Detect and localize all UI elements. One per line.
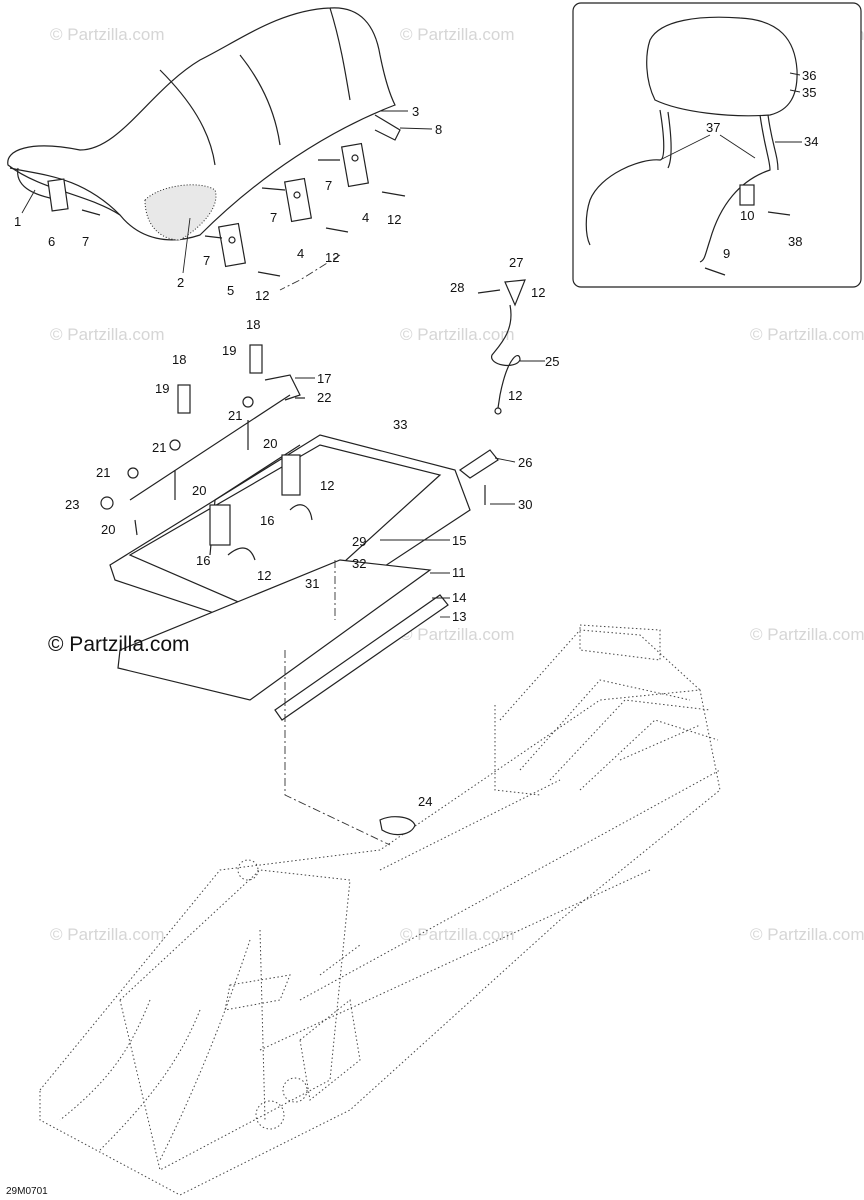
callout-7: 7 bbox=[203, 253, 210, 268]
callout-4: 4 bbox=[362, 210, 369, 225]
callout-12: 12 bbox=[531, 285, 545, 300]
callout-13: 13 bbox=[452, 609, 466, 624]
callout-6: 6 bbox=[48, 234, 55, 249]
watermark: © Partzilla.com bbox=[400, 625, 515, 644]
chassis bbox=[39, 624, 721, 1196]
callout-12: 12 bbox=[320, 478, 334, 493]
callout-7: 7 bbox=[82, 234, 89, 249]
callout-20: 20 bbox=[263, 436, 277, 451]
watermark: © Partzilla.com bbox=[400, 25, 515, 44]
callout-20: 20 bbox=[192, 483, 206, 498]
watermark: © Partzilla.com bbox=[400, 925, 515, 944]
callout-29: 29 bbox=[352, 534, 366, 549]
latch-hardware bbox=[100, 344, 305, 536]
callout-7: 7 bbox=[325, 178, 332, 193]
callout-10: 10 bbox=[740, 208, 754, 223]
seat-screws bbox=[81, 159, 406, 277]
diagram-code: 29M0701 bbox=[6, 1186, 48, 1197]
seat-hinges bbox=[47, 142, 370, 268]
callout-34: 34 bbox=[804, 134, 818, 149]
callout-16: 16 bbox=[196, 553, 210, 568]
callout-15: 15 bbox=[452, 533, 466, 548]
callout-16: 16 bbox=[260, 513, 274, 528]
callout-32: 32 bbox=[352, 556, 366, 571]
callout-12: 12 bbox=[387, 212, 401, 227]
watermark: © Partzilla.com bbox=[750, 325, 864, 344]
callout-4: 4 bbox=[297, 246, 304, 261]
callout-5: 5 bbox=[227, 283, 234, 298]
callout-18: 18 bbox=[246, 317, 260, 332]
callout-37: 37 bbox=[706, 120, 720, 135]
callout-30: 30 bbox=[518, 497, 532, 512]
callout-21: 21 bbox=[228, 408, 242, 423]
watermark: © Partzilla.com bbox=[400, 325, 515, 344]
watermark: © Partzilla.com bbox=[50, 25, 165, 44]
callout-12: 12 bbox=[255, 288, 269, 303]
watermark: © Partzilla.com bbox=[50, 925, 165, 944]
headrest-inset bbox=[572, 2, 862, 288]
copyright-watermark: © Partzilla.com bbox=[48, 633, 190, 656]
callout-26: 26 bbox=[518, 455, 532, 470]
callout-38: 38 bbox=[788, 234, 802, 249]
callout-20: 20 bbox=[101, 522, 115, 537]
seat bbox=[7, 7, 401, 241]
tether bbox=[458, 279, 526, 505]
callout-1: 1 bbox=[14, 214, 21, 229]
callout-18: 18 bbox=[172, 352, 186, 367]
callout-9: 9 bbox=[723, 246, 730, 261]
callout-12: 12 bbox=[257, 568, 271, 583]
callout-11: 11 bbox=[452, 565, 466, 580]
callout-12: 12 bbox=[325, 250, 339, 265]
assembly-lines bbox=[279, 254, 391, 846]
callout-7: 7 bbox=[270, 210, 277, 225]
watermark: © Partzilla.com bbox=[750, 625, 864, 644]
callout-2: 2 bbox=[177, 275, 184, 290]
callout-3: 3 bbox=[412, 104, 419, 119]
callout-28: 28 bbox=[450, 280, 464, 295]
callout-31: 31 bbox=[305, 576, 319, 591]
callout-19: 19 bbox=[155, 381, 169, 396]
callout-23: 23 bbox=[65, 497, 79, 512]
callout-12: 12 bbox=[508, 388, 522, 403]
watermark: © Partzilla.com bbox=[750, 925, 864, 944]
callout-21: 21 bbox=[96, 465, 110, 480]
callout-33: 33 bbox=[393, 417, 407, 432]
leader-lines bbox=[21, 72, 802, 618]
callout-35: 35 bbox=[802, 85, 816, 100]
callout-19: 19 bbox=[222, 343, 236, 358]
watermarks: © Partzilla.com © Partzilla.com © Partzi… bbox=[50, 25, 864, 944]
callout-22: 22 bbox=[317, 390, 331, 405]
callout-17: 17 bbox=[317, 371, 331, 386]
callout-21: 21 bbox=[152, 440, 166, 455]
callout-8: 8 bbox=[435, 122, 442, 137]
callout-25: 25 bbox=[545, 354, 559, 369]
storage-tub bbox=[109, 434, 471, 721]
callout-24: 24 bbox=[418, 794, 432, 809]
callouts: 1 2 3 4 4 5 6 7 7 7 7 8 9 10 11 12 12 12… bbox=[14, 68, 818, 809]
callout-36: 36 bbox=[802, 68, 816, 83]
callout-27: 27 bbox=[509, 255, 523, 270]
watermark: © Partzilla.com bbox=[50, 325, 165, 344]
callout-14: 14 bbox=[452, 590, 466, 605]
